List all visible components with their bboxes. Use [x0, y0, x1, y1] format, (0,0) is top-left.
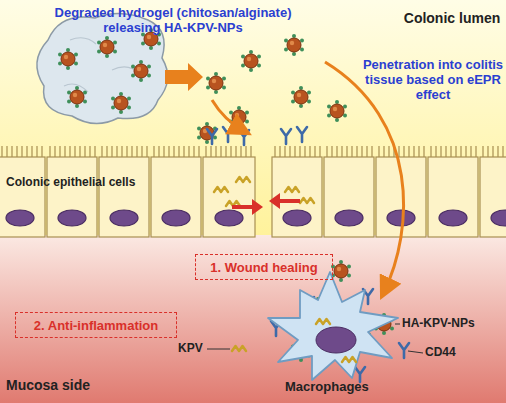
- component-label: KPV: [178, 342, 208, 356]
- epithelial-cells: [47, 157, 97, 237]
- nanoparticles: [97, 36, 117, 58]
- macrophage: [316, 319, 330, 324]
- macrophage: [232, 272, 398, 380]
- epithelial-cells: [0, 157, 45, 237]
- nanoparticles: [291, 86, 311, 108]
- cell-name: Colonic epithelial cells: [6, 176, 166, 190]
- box-text: 1. Wound healing: [210, 260, 317, 275]
- arrows: [232, 199, 263, 215]
- kpv-peptides: [236, 177, 250, 182]
- epithelial-cells: [428, 157, 478, 237]
- cd44-receptors: [239, 130, 249, 145]
- cd44-receptors: [207, 129, 217, 144]
- epithelial-cells: [491, 210, 506, 226]
- epithelial-cells: [162, 210, 190, 226]
- macrophage: [316, 327, 356, 353]
- epithelial-cells: [203, 157, 255, 237]
- epithelial-cells: [110, 210, 138, 226]
- nanoparticles: [197, 122, 217, 144]
- macrophage: [342, 357, 356, 362]
- component-label: HA-KPV-NPs: [402, 317, 502, 331]
- nanoparticles: [327, 100, 347, 122]
- epithelial-cells: [0, 157, 506, 237]
- kpv-peptides: [285, 187, 299, 192]
- epithelial-cells: [335, 210, 363, 226]
- macrophage: [232, 346, 246, 351]
- dashed-box: 1. Wound healing: [195, 254, 333, 280]
- nanoparticles: [67, 86, 87, 108]
- mucosa-region: [0, 235, 506, 403]
- epithelial-cells: [58, 210, 86, 226]
- epithelial-cells: [283, 210, 311, 226]
- arrows: [165, 62, 404, 292]
- cd44-receptors: [399, 343, 409, 358]
- epithelial-cells: [0, 146, 506, 237]
- epithelial-cells: [387, 210, 415, 226]
- nanoparticles: [241, 50, 261, 72]
- cell-name: Macrophages: [285, 380, 405, 395]
- arrows: [165, 63, 203, 91]
- leader-lines: [395, 324, 400, 325]
- nanoparticles: [58, 48, 78, 70]
- epithelial-cells: [151, 157, 201, 237]
- leader-lines: [207, 324, 423, 353]
- macrophage: [268, 272, 398, 380]
- region-name: Mucosa side: [6, 377, 126, 393]
- epithelial-cells: [99, 157, 149, 237]
- kpv-peptides: [214, 187, 228, 192]
- epithelial-cells: [480, 157, 506, 237]
- epithelial-cells: [439, 210, 467, 226]
- leader-lines: [408, 351, 423, 353]
- nanoparticles: [284, 34, 304, 56]
- arrows: [269, 193, 300, 209]
- epithelial-cells: [6, 210, 34, 226]
- description-text: Penetration into colitis tissue based on…: [360, 58, 506, 103]
- epithelial-cells: [2, 146, 503, 157]
- arrows: [212, 100, 244, 131]
- cd44-receptors: [297, 127, 307, 142]
- nanoparticles: [331, 260, 351, 282]
- cd44-receptors: [223, 127, 233, 142]
- arrows: [325, 62, 404, 292]
- leader-lines: [207, 349, 230, 350]
- nanoparticles: [206, 72, 226, 94]
- epithelial-cells: [6, 210, 506, 226]
- box-text: 2. Anti-inflammation: [34, 318, 158, 333]
- description-text: Degraded hydrogel (chitosan/alginate) re…: [28, 6, 318, 36]
- epithelial-cells: [324, 157, 374, 237]
- region-name: Colonic lumen: [398, 10, 506, 26]
- nanoparticles: [131, 60, 151, 82]
- kpv-peptides: [300, 198, 314, 203]
- lumen-region: [0, 0, 506, 240]
- epithelial-cells: [215, 210, 243, 226]
- dashed-box: 2. Anti-inflammation: [15, 312, 177, 338]
- cd44-receptors: [281, 129, 291, 144]
- component-label: CD44: [425, 346, 485, 360]
- nanoparticles: [111, 92, 131, 114]
